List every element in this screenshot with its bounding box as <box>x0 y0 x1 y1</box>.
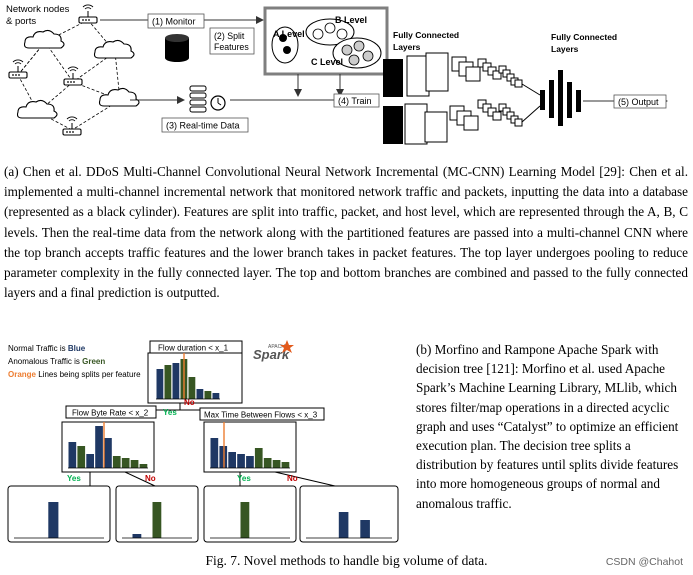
legend-normal: Normal Traffic is Blue <box>8 344 86 353</box>
fully-connected-stack <box>521 70 581 126</box>
histogram-bar <box>132 534 142 538</box>
histogram-bar <box>180 359 188 399</box>
histogram-bar <box>272 460 281 468</box>
legend-anomalous: Anomalous Traffic is Green <box>8 357 105 366</box>
split-features-label-1: (2) Split <box>214 31 245 41</box>
fc-layers-1-label-2: Layers <box>393 42 421 52</box>
network-nodes-label: Network nodes <box>6 4 70 15</box>
cnn-bottom-branch <box>383 99 523 145</box>
watermark: CSDN @Chahot <box>605 556 683 568</box>
yes-label-left: Yes <box>67 474 81 483</box>
histogram-bar <box>212 393 220 399</box>
realtime-data-icon <box>189 85 226 113</box>
histogram-bar <box>112 456 121 468</box>
cloud-icon <box>23 29 65 49</box>
cloud-icon <box>98 87 140 107</box>
histogram-bar <box>104 438 112 468</box>
realtime-label-box <box>161 117 249 133</box>
legend-orange: Orange Lines being splits per feature <box>8 370 141 379</box>
histogram-bar <box>210 438 219 468</box>
router-icon <box>62 116 82 136</box>
histogram-bar <box>246 456 254 468</box>
cloud-icon <box>93 39 135 59</box>
histogram-bar <box>281 462 290 468</box>
histogram-bar <box>263 458 272 468</box>
fc-layers-2-label-2: Layers <box>551 44 579 54</box>
database-icon <box>165 34 189 62</box>
router-icon <box>8 59 28 79</box>
histogram-bar <box>130 460 139 468</box>
router-icon <box>78 4 98 24</box>
histogram-bar <box>338 512 349 538</box>
c-level-label: C Level <box>311 57 343 67</box>
ports-label: & ports <box>6 16 36 27</box>
histogram-bar <box>95 426 103 468</box>
histogram-bar <box>48 502 59 538</box>
histogram-bar <box>204 391 212 399</box>
feature-levels-box <box>263 6 389 76</box>
caption-a: (a) Chen et al. DDoS Multi-Channel Convo… <box>4 164 688 301</box>
histogram-bar <box>152 502 162 538</box>
histogram-bar <box>121 458 130 468</box>
router-icon <box>63 66 83 86</box>
svg-text:Spark: Spark <box>253 347 290 362</box>
monitor-label-box <box>147 13 205 29</box>
yes-label: Yes <box>163 408 177 417</box>
split-features-label-2: Features <box>214 42 249 52</box>
cloud-icon <box>16 99 58 119</box>
cnn-top-branch <box>383 52 523 97</box>
split-features-box <box>209 27 255 55</box>
histogram-bars <box>14 353 392 539</box>
histogram-bar <box>360 520 370 538</box>
node-right-label: Max Time Between Flows < x_3 <box>204 411 318 420</box>
monitor-label: (1) Monitor <box>152 17 196 27</box>
output-label-box <box>613 94 667 109</box>
train-label: (4) Train <box>338 96 372 106</box>
figure-caption: Fig. 7. Novel methods to handle big volu… <box>205 553 488 568</box>
figure-a: Network nodes & ports (1) Monitor (2) Sp… <box>6 4 668 145</box>
histogram-bar <box>86 454 94 468</box>
histogram-bar <box>139 464 148 468</box>
fc-layers-1-label: Fully Connected <box>393 30 459 40</box>
caption-b: (b) Morfino and Rampone Apache Spark wit… <box>416 342 679 511</box>
a-level-label: A Level <box>273 29 305 39</box>
output-label: (5) Output <box>618 97 659 107</box>
node-root-label: Flow duration < x_1 <box>158 344 229 353</box>
histogram-bar <box>156 369 164 399</box>
b-level-label: B Level <box>335 15 367 25</box>
histogram-bar <box>196 389 204 399</box>
no-label: No <box>184 398 195 407</box>
realtime-label: (3) Real-time Data <box>166 121 240 131</box>
histogram-bar <box>77 446 86 468</box>
histogram-bar <box>68 442 77 468</box>
node-left-label: Flow Byte Rate < x_2 <box>72 409 149 418</box>
fc-layers-2-label: Fully Connected <box>551 32 617 42</box>
histogram-bar <box>228 452 236 468</box>
histogram-bar <box>188 377 196 399</box>
histogram-bar <box>237 454 245 468</box>
histogram-bar <box>219 446 228 468</box>
spark-logo: APACHE Spark <box>253 340 294 362</box>
no-label-left: No <box>145 474 156 483</box>
histogram-bar <box>254 448 263 468</box>
yes-label-right: Yes <box>237 474 251 483</box>
histogram-bar <box>172 363 180 399</box>
histogram-bar <box>164 365 172 399</box>
no-label-right: No <box>287 474 298 483</box>
train-label-box <box>333 93 380 108</box>
svg-text:APACHE: APACHE <box>268 344 289 350</box>
histogram-bar <box>240 502 250 538</box>
